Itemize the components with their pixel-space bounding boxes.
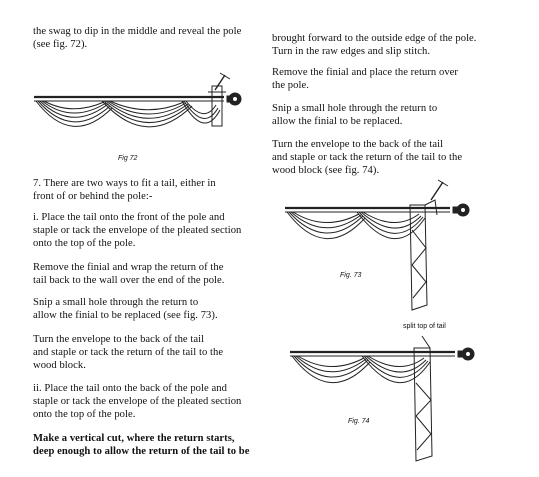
figure-73-label: Fig. 73 xyxy=(340,272,362,279)
paragraph-front-of-pole: i. Place the tail onto the front of the … xyxy=(33,212,242,249)
paragraph-snip-hole-return: Snip a small hole through the return to … xyxy=(272,103,438,127)
paragraph-turn-envelope: Turn the envelope to the back of the tai… xyxy=(33,334,224,371)
paragraph-swag-dip: the swag to dip in the middle and reveal… xyxy=(33,26,242,50)
paragraph-turn-envelope-block: Turn the envelope to the back of the tai… xyxy=(272,139,463,176)
figure-74-tail-back-illustration xyxy=(290,338,490,463)
figure-74-label: Fig. 74 xyxy=(348,418,370,425)
paragraph-snip-hole: Snip a small hole through the return to … xyxy=(33,297,218,321)
paragraph-remove-finial: Remove the finial and wrap the return of… xyxy=(33,262,225,286)
paragraph-back-of-pole: ii. Place the tail onto the back of the … xyxy=(33,383,242,420)
figure-72-label: Fig 72 xyxy=(118,155,138,162)
figure-72-swag-illustration xyxy=(32,70,252,150)
paragraph-two-ways: 7. There are two ways to fit a tail, eit… xyxy=(33,178,216,202)
paragraph-remove-finial-return: Remove the finial and place the return o… xyxy=(272,67,458,91)
paragraph-brought-forward: brought forward to the outside edge of t… xyxy=(272,33,477,57)
figure-74-callout-split-top: split top of tail xyxy=(403,323,446,330)
paragraph-vertical-cut: Make a vertical cut, where the return st… xyxy=(33,433,250,457)
figure-73-tail-front-illustration xyxy=(285,170,485,315)
